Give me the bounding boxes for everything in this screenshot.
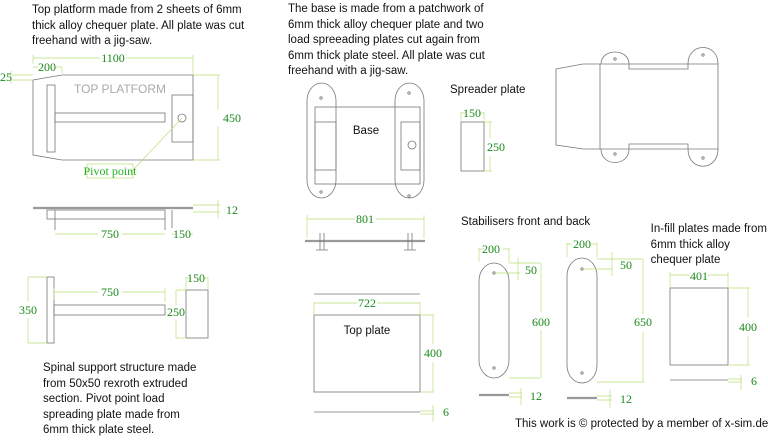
dim-200: 200 <box>573 237 591 251</box>
dim-400: 400 <box>739 320 757 334</box>
spine-beam <box>54 112 166 123</box>
note-line: load spreeading plates cut again from <box>288 34 480 46</box>
stabilisers: Stabilisers front and back 200 50 600 12… <box>461 216 652 408</box>
note-line: Top platform made from 2 sheets of 6mm <box>32 4 242 16</box>
note-line: 6mm thick alloy chequer plate and two <box>288 18 484 31</box>
top-platform-plan: TOP PLATFORM 1100 200 25 450 Pivot point <box>0 51 241 179</box>
dim-600: 600 <box>532 315 550 329</box>
top-platform-side: 12 750 150 <box>33 200 238 241</box>
note-line: The base is made from a patchwork of <box>288 3 484 15</box>
spine-structure: 750 350 150 250 <box>19 271 209 344</box>
dim-250: 250 <box>487 140 505 154</box>
note-line: Spinal support structure made <box>43 362 197 374</box>
pivot-plate <box>171 94 194 143</box>
dim-650: 650 <box>634 315 652 329</box>
base-note: The base is made from a patchwork of 6mm… <box>288 2 485 80</box>
dim-150: 150 <box>463 106 481 120</box>
spreader-plate: Spreader plate 150 250 <box>450 84 525 172</box>
note-line: In-fill plates made from <box>650 223 767 235</box>
spine-crossbar <box>46 84 56 153</box>
note-line: chequer plate <box>650 254 721 266</box>
top-platform-label: TOP PLATFORM <box>74 82 166 96</box>
dim-25: 25 <box>0 70 12 84</box>
pivot-label-box <box>86 163 134 179</box>
pivot-point-label: Pivot point <box>83 164 137 178</box>
dim-450: 450 <box>223 111 241 125</box>
dim-722: 722 <box>358 296 376 310</box>
dim-750: 750 <box>101 227 119 241</box>
note-line: 6mm thick alloy <box>650 238 730 251</box>
dim-150: 150 <box>187 271 205 285</box>
dim-750: 750 <box>101 285 119 299</box>
note-line: freehand with a jig-saw. <box>288 65 409 77</box>
spine-note: Spinal support structure made from 50x50… <box>43 361 196 439</box>
note-line: spreading plate made from <box>43 408 180 421</box>
dim-12: 12 <box>226 203 238 217</box>
note-line: section. Pivot point load <box>43 393 165 405</box>
dim-6: 6 <box>751 374 757 388</box>
note-line: freehand with a jig-saw. <box>32 35 153 47</box>
note-line: 6mm thick plate steel. <box>43 424 155 436</box>
dim-6: 6 <box>443 405 449 419</box>
infill-note: In-fill plates made from 6mm thick alloy… <box>651 222 767 269</box>
base-plan: Base 801 <box>305 82 425 251</box>
top-platform-note: Top platform made from 2 sheets of 6mm t… <box>32 3 244 50</box>
spreader-plate-label: Spreader plate <box>450 84 525 96</box>
dim-50: 50 <box>620 258 632 272</box>
assembled-outline <box>555 47 719 167</box>
note-line: 6mm thick plate steel. All plate was cut <box>288 49 485 62</box>
copyright-notice: This work is © protected by a member of … <box>515 418 768 430</box>
top-plate: 722 Top plate 400 6 <box>313 293 449 422</box>
dim-250: 250 <box>167 305 185 319</box>
infill-plate: 401 400 6 <box>669 269 757 390</box>
note-line: thick alloy chequer plate. All plate was… <box>32 19 245 32</box>
dim-12: 12 <box>530 389 542 403</box>
dim-150: 150 <box>173 227 191 241</box>
dim-350: 350 <box>19 303 37 317</box>
dim-400: 400 <box>424 346 442 360</box>
dim-1100: 1100 <box>101 51 125 65</box>
top-plate-label: Top plate <box>344 325 391 337</box>
dim-200: 200 <box>38 60 56 74</box>
note-line: from 50x50 rexroth extruded <box>43 377 188 390</box>
dim-200: 200 <box>482 242 500 256</box>
pivot-hole <box>177 113 187 123</box>
base-label: Base <box>353 125 379 137</box>
dim-12: 12 <box>620 392 632 406</box>
dim-401: 401 <box>690 269 708 283</box>
dim-801: 801 <box>356 212 374 226</box>
dim-50: 50 <box>525 263 537 277</box>
stabilisers-label: Stabilisers front and back <box>461 216 590 228</box>
